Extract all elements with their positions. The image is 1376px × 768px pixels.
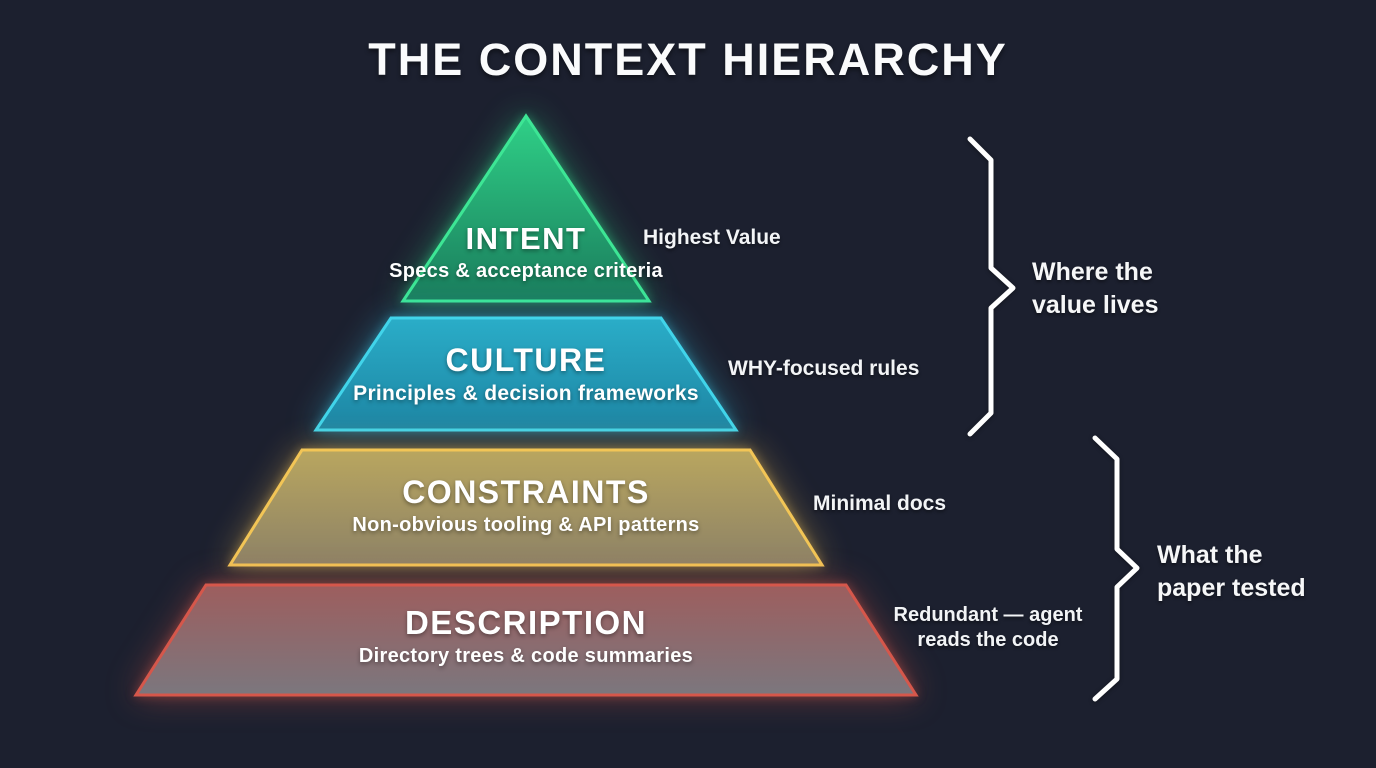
description-label: DESCRIPTION	[404, 604, 648, 641]
description-sublabel: Directory trees & code summaries	[358, 644, 694, 667]
constraints-label: CONSTRAINTS	[402, 474, 650, 510]
description-side-note: Redundant — agent reads the code	[893, 604, 1083, 651]
culture-sublabel: Principles & decision frameworks	[353, 381, 699, 405]
constraints-layer-shape	[227, 448, 825, 567]
constraints-text-block: CONSTRAINTS Non-obvious tooling & API pa…	[352, 474, 699, 537]
intent-side-note: Highest Value	[643, 226, 781, 249]
culture-label: CULTURE	[445, 342, 607, 378]
page-title: THE CONTEXT HIERARCHY	[368, 34, 1008, 85]
culture-layer-shape	[313, 316, 739, 432]
tested-brace-label: What the paper tested	[1157, 541, 1306, 602]
tested-brace-icon	[1092, 435, 1140, 702]
intent-layer-shape	[400, 113, 652, 303]
value-brace-icon	[967, 136, 1016, 437]
intent-text-block: INTENT Specs & acceptance criteria	[389, 221, 663, 283]
culture-text-block: CULTURE Principles & decision frameworks	[353, 342, 699, 406]
description-layer-shape	[133, 583, 919, 697]
intent-label: INTENT	[465, 221, 587, 256]
constraints-side-note: Minimal docs	[813, 492, 947, 515]
intent-sublabel: Specs & acceptance criteria	[389, 259, 663, 282]
constraints-sublabel: Non-obvious tooling & API patterns	[352, 513, 700, 536]
value-brace-label: Where the value lives	[1032, 258, 1159, 319]
culture-side-note: WHY-focused rules	[728, 357, 920, 380]
description-text-block: DESCRIPTION Directory trees & code summa…	[359, 604, 693, 668]
